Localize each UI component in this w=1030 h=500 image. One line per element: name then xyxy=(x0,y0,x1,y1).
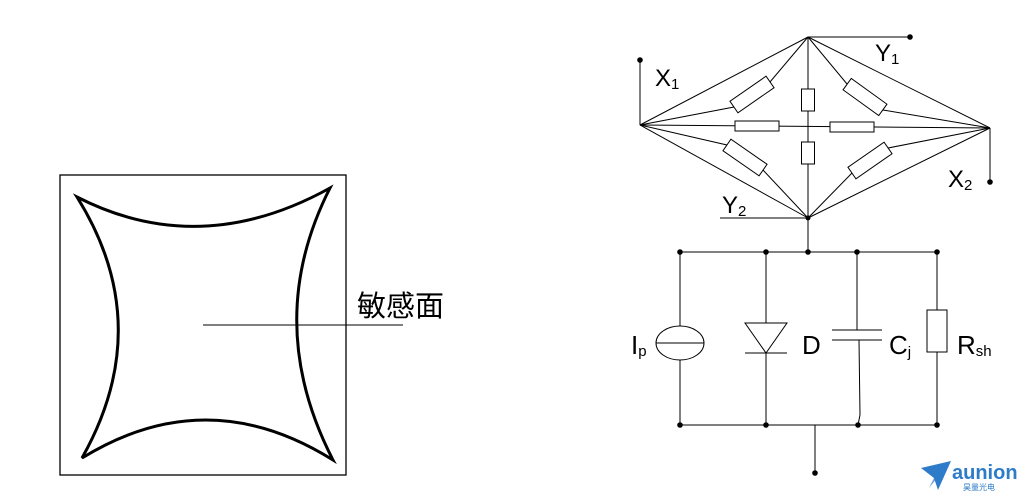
edge-x1-y1 xyxy=(639,36,809,126)
terminal-x1 xyxy=(637,57,643,63)
label-y1-sub: 1 xyxy=(891,51,899,68)
label-y2-sub: 2 xyxy=(738,203,746,220)
resistor-y1-x2 xyxy=(842,77,888,117)
label-cj: Cj xyxy=(889,330,911,361)
label-y1: Y1 xyxy=(875,40,899,68)
resistor-horizontal-right xyxy=(829,121,875,133)
resistor-x1-y2 xyxy=(722,138,768,177)
label-cj-main: C xyxy=(889,330,908,360)
label-x1-main: X xyxy=(655,65,671,92)
label-y2-main: Y xyxy=(722,192,738,219)
diode: D xyxy=(744,252,821,425)
sensor-top-view: 敏感面 xyxy=(59,174,444,476)
top-rail-node xyxy=(805,249,811,255)
capacitor-lead-bottom xyxy=(857,339,861,426)
edge-y1-x2 xyxy=(807,36,991,129)
label-y2: Y2 xyxy=(722,192,746,220)
sensitive-area-label: 敏感面 xyxy=(357,289,444,323)
edge-x1-y2 xyxy=(639,124,809,219)
label-ip: Ip xyxy=(631,330,647,360)
label-rsh-sub: sh xyxy=(976,343,992,360)
label-x1-sub: 1 xyxy=(671,76,679,93)
label-ip-sub: p xyxy=(638,343,646,360)
shunt-resistor-body xyxy=(926,309,948,353)
label-y1-main: Y xyxy=(875,40,891,67)
resistor-vertical-bottom xyxy=(801,141,815,165)
terminal-y1 xyxy=(907,34,913,40)
electrode-resistor-network: X1 Y1 X2 Y2 xyxy=(637,34,993,221)
label-x1: X1 xyxy=(655,65,679,93)
capacitor: Cj xyxy=(832,252,911,426)
aunion-logo: aunion 昊量光电 xyxy=(921,461,1018,492)
terminal-x2 xyxy=(987,179,993,185)
label-x2: X2 xyxy=(948,166,972,194)
logo-name: aunion xyxy=(952,462,1018,484)
diode-triangle xyxy=(744,322,788,354)
paper-plane-icon-fold xyxy=(929,461,951,488)
label-x2-sub: 2 xyxy=(964,177,972,194)
resistor-horizontal-left xyxy=(734,120,780,132)
edge-x2-y2 xyxy=(807,127,991,219)
pincushion-sensitive-area xyxy=(72,184,337,465)
label-d: D xyxy=(802,330,821,360)
logo-chinese-name: 昊量光电 xyxy=(963,482,995,492)
paper-plane-icon-wing xyxy=(921,461,951,490)
resistor-vertical-top xyxy=(801,88,815,112)
label-cj-sub: j xyxy=(907,344,911,361)
branch-x1-x2-wire xyxy=(639,124,991,129)
current-source: Ip xyxy=(631,252,705,425)
paper-plane-icon xyxy=(921,461,951,490)
shunt-resistor: Rsh xyxy=(926,252,992,425)
resistor-y2-x2 xyxy=(847,141,893,180)
label-ip-main: I xyxy=(631,330,638,360)
output-terminal xyxy=(812,470,818,476)
label-x2-main: X xyxy=(948,166,964,193)
equivalent-circuit: Ip D Cj Rsh xyxy=(631,218,992,476)
label-rsh-main: R xyxy=(957,330,976,360)
label-rsh: Rsh xyxy=(957,330,992,360)
resistor-x1-y1 xyxy=(729,75,775,114)
